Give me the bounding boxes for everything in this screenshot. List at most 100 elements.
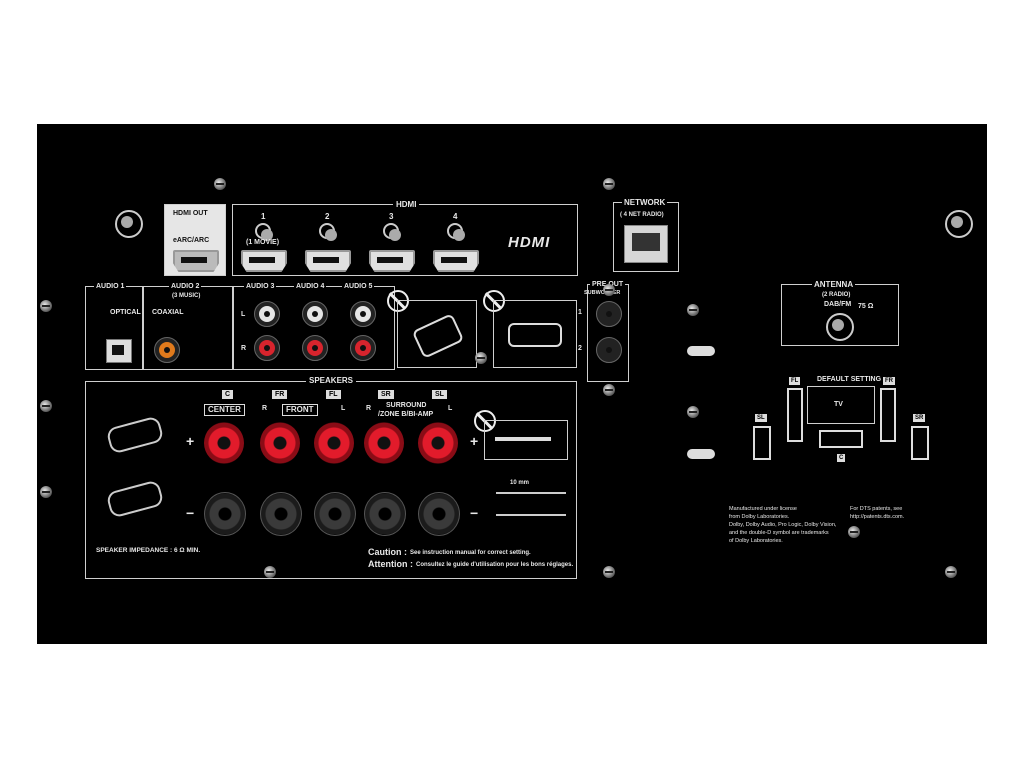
subwoofer-label: SUBWOOFER: [584, 290, 621, 296]
antenna-label: ANTENNA: [812, 280, 856, 289]
preout-section: PRE OUT SUBWOOFER 1 2: [578, 281, 629, 382]
hdmi-1-port[interactable]: [241, 250, 287, 272]
surround-right-negative-terminal[interactable]: [364, 492, 406, 536]
front-right-marker: R: [262, 405, 268, 412]
front-right-negative-terminal[interactable]: [260, 492, 302, 536]
audio-left-marker: L: [241, 311, 246, 318]
subwoofer-2-port[interactable]: [596, 337, 622, 363]
sr-label: SR: [378, 390, 394, 399]
negative-marker: −: [186, 505, 195, 521]
hdmi-1-sub-label: (1 MOVIE): [246, 239, 280, 246]
center-negative-terminal[interactable]: [204, 492, 246, 536]
no-short-circuit-icon: [483, 290, 505, 312]
plug-illustration-icon: [411, 313, 465, 359]
audio4-left-port[interactable]: [302, 301, 328, 327]
caution-text: See instruction manual for correct setti…: [410, 550, 531, 556]
front-right-speaker-icon: [880, 388, 896, 442]
frayed-wire-illustration-icon: [495, 437, 551, 441]
front-right-positive-terminal[interactable]: [260, 422, 300, 464]
screw-12: [945, 566, 957, 578]
center-label: CENTER: [204, 404, 245, 416]
wireless-antenna-left: [115, 210, 143, 238]
screw-7: [603, 284, 615, 296]
network-ethernet-port[interactable]: [624, 225, 668, 263]
speaker-impedance-label: SPEAKER IMPEDANCE : 6 Ω MIN.: [96, 547, 201, 554]
diagram-sl-label: SL: [755, 414, 767, 422]
attention-text: Consultez le guide d'utilisation pour le…: [416, 562, 574, 568]
hdmi-2-port[interactable]: [305, 250, 351, 272]
audio3-right-port[interactable]: [254, 335, 280, 361]
screw-11: [848, 526, 860, 538]
ethernet-jack: [632, 233, 660, 251]
screw-14: [475, 352, 487, 364]
tv-label: TV: [834, 401, 843, 408]
center-positive-terminal[interactable]: [204, 422, 244, 464]
speaker-wire-illustration-icon: [508, 323, 562, 347]
audio5-right-port[interactable]: [350, 335, 376, 361]
screw-1: [40, 300, 52, 312]
vent-slot-1: [687, 346, 715, 356]
audio2-sub-label: (3 MUSIC): [172, 293, 201, 299]
screw-6: [603, 178, 615, 190]
positive-marker: +: [186, 433, 195, 449]
antenna-port[interactable]: [826, 313, 854, 341]
twist-wire-illustration-icon: [105, 415, 165, 455]
front-left-positive-terminal[interactable]: [314, 422, 354, 464]
default-setting-label: DEFAULT SETTING: [817, 376, 882, 383]
hdmi-out-section: HDMI OUT eARC/ARC: [164, 204, 226, 276]
hdmi-2-screw: [319, 223, 337, 241]
audio4-right-port[interactable]: [302, 335, 328, 361]
screw-9: [687, 304, 699, 316]
coaxial-port[interactable]: [154, 337, 180, 363]
fr-label: FR: [272, 390, 288, 399]
hdmi-out-port[interactable]: [173, 250, 219, 272]
diagram-fl-label: FL: [789, 377, 801, 385]
earc-label: eARC/ARC: [173, 237, 210, 244]
hdmi-2-label: 2: [325, 212, 330, 221]
network-section: NETWORK ( 4 NET RADIO): [613, 199, 679, 272]
screw-10: [687, 406, 699, 418]
optical-port-slot: [112, 345, 124, 355]
diagram-fr-label: FR: [883, 377, 895, 385]
subwoofer-1-port[interactable]: [596, 301, 622, 327]
surround-right-positive-terminal[interactable]: [364, 422, 404, 464]
surround-label: SURROUND: [386, 402, 427, 409]
surround-left-positive-terminal[interactable]: [418, 422, 458, 464]
dabfm-label: DAB/FM: [824, 301, 852, 308]
optical-port[interactable]: [106, 339, 132, 363]
sl-label: SL: [432, 390, 447, 399]
surround-left-negative-terminal[interactable]: [418, 492, 460, 536]
optical-label: OPTICAL: [110, 309, 141, 316]
hdmi-3-port[interactable]: [369, 250, 415, 272]
network-sub-label: ( 4 NET RADIO): [620, 212, 664, 218]
audio5-label: AUDIO 5: [342, 283, 375, 290]
dts-license-text: For DTS patents, see http://patents.dts.…: [850, 506, 905, 520]
audio4-label: AUDIO 4: [294, 283, 327, 290]
hdmi-3-label: 3: [389, 212, 394, 221]
front-label: FRONT: [282, 404, 318, 416]
wireless-antenna-right: [945, 210, 973, 238]
fl-label: FL: [326, 390, 341, 399]
diagram-c-label: C: [837, 454, 846, 462]
audio3-left-port[interactable]: [254, 301, 280, 327]
coaxial-label: COAXIAL: [152, 309, 184, 316]
screw-13: [214, 178, 226, 190]
tv-box: TV: [807, 386, 875, 424]
front-left-negative-terminal[interactable]: [314, 492, 356, 536]
strip-length-label: 10 mm: [510, 480, 530, 486]
speakers-section: SPEAKERS + − C CENTER FR FL R FRONT L SR…: [85, 377, 577, 579]
surround-right-speaker-icon: [911, 426, 929, 460]
speakers-label: SPEAKERS: [306, 377, 357, 385]
hdmi-4-screw: [447, 223, 465, 241]
diagram-sr-label: SR: [913, 414, 926, 422]
attention-label: Attention :: [368, 559, 413, 569]
audio5-left-port[interactable]: [350, 301, 376, 327]
hdmi-4-port[interactable]: [433, 250, 479, 272]
positive-marker-right: +: [470, 433, 479, 449]
dolby-license-text: Manufactured under license from Dolby La…: [729, 506, 837, 544]
negative-marker-right: −: [470, 505, 479, 521]
surround-right-marker: R: [366, 405, 372, 412]
hdmi-4-label: 4: [453, 212, 458, 221]
audio3-label: AUDIO 3: [244, 283, 277, 290]
screw-2: [40, 400, 52, 412]
